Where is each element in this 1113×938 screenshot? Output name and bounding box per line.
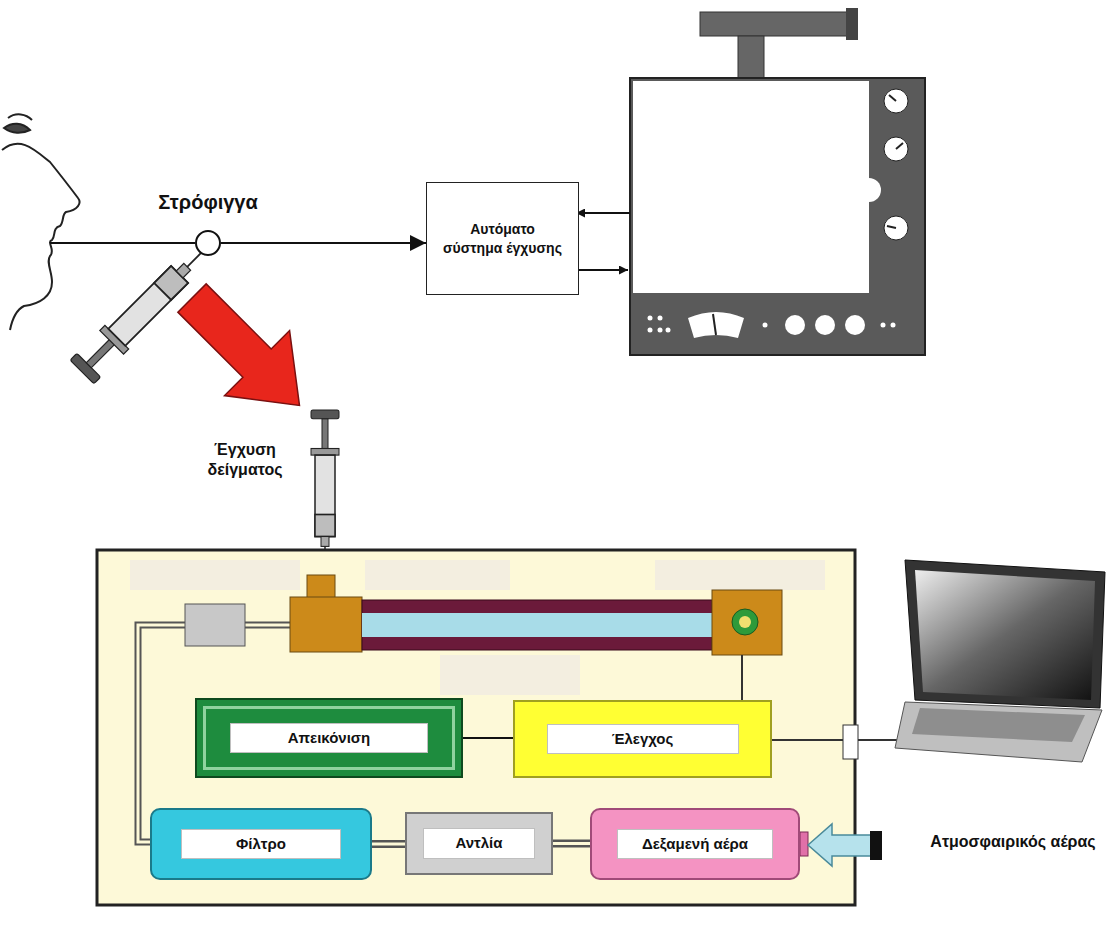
red-arrow: [159, 265, 332, 438]
connector-group: [221, 243, 426, 244]
pump-box: Αντλία: [405, 812, 553, 875]
connector-group: [553, 843, 590, 844]
gas-chromatograph: [785, 315, 805, 335]
detector: [712, 590, 782, 655]
gas-chromatograph: [738, 36, 764, 78]
column: [362, 600, 712, 650]
signal-wire: [741, 655, 743, 700]
face-profile: [4, 124, 30, 133]
box-label: Έλεγχος: [547, 724, 739, 754]
faint-panel: [440, 655, 580, 695]
gas-chromatograph: [630, 78, 925, 355]
connector-group: [372, 844, 405, 845]
air-inlet-arrow: [808, 824, 882, 866]
face-profile: [2, 144, 80, 330]
column: [362, 613, 712, 637]
gas-chromatograph: [700, 12, 850, 36]
gas-chromatograph: [884, 89, 908, 113]
callout-label: Ατμοσφαιρικός αέρας: [918, 832, 1108, 852]
laptop: [895, 560, 1105, 762]
faint-panel: [655, 560, 825, 590]
valve-label: Στρόφιγγα: [158, 189, 258, 216]
box-label: Αντλία: [423, 828, 535, 858]
box-label: Αυτόματο σύστημα έγχυσης: [427, 214, 578, 264]
gas-pipe: [245, 624, 290, 627]
gas-chromatograph: [658, 328, 663, 333]
gas-chromatograph: [846, 8, 858, 40]
box-label: Φίλτρο: [181, 829, 341, 859]
air-inlet-arrow: [808, 824, 872, 866]
box-label: Απεικόνιση: [230, 723, 428, 753]
connector-line: [463, 737, 513, 739]
feed-arrow: [573, 269, 628, 271]
red-arrow: [159, 265, 332, 438]
control-box: Έλεγχος: [513, 700, 772, 778]
gas-chromatograph: [648, 328, 653, 333]
gas-pipe: [245, 622, 290, 629]
pipe-connector: [372, 843, 405, 846]
gas-chromatograph: [887, 226, 896, 228]
box-label: Δεξαμενή αέρα: [617, 829, 773, 859]
faint-panel: [130, 560, 300, 590]
air-tank-box: Δεξαμενή αέρα: [590, 808, 800, 880]
process-box: Αυτόματο σύστημα έγχυσης: [426, 182, 579, 295]
gas-chromatograph: [845, 315, 865, 335]
gas-chromatograph: [666, 328, 671, 333]
gas-chromatograph: [869, 178, 881, 202]
connector-line: [221, 242, 426, 244]
gas-chromatograph: [763, 323, 768, 328]
air-inlet-arrow: [870, 831, 882, 860]
tank-cap: [800, 832, 808, 856]
valve-block: [185, 604, 245, 646]
laptop: [895, 702, 1102, 762]
gas-chromatograph: [688, 312, 744, 338]
gas-chromatograph: [891, 323, 896, 328]
callout-label: Έγχυση δείγματος: [195, 440, 295, 480]
gas-chromatograph: [884, 216, 908, 240]
gas-chromatograph: [713, 314, 716, 335]
gas-chromatograph: [815, 315, 835, 335]
data-wire: [772, 739, 843, 741]
faint-panel: [365, 560, 510, 590]
gas-chromatograph: [884, 137, 908, 161]
pipe-connector: [553, 840, 590, 848]
connector-group: [463, 738, 513, 739]
gas-chromatograph: [658, 316, 663, 321]
port: [843, 725, 858, 759]
pipe-connector: [372, 840, 405, 848]
syringe: [311, 410, 339, 564]
analyzer-housing: [97, 550, 855, 905]
gas-chromatograph: [633, 81, 869, 293]
gas-chromatograph: [648, 316, 653, 321]
detector-ring: [732, 609, 758, 635]
valve-circle: Στρόφιγγα: [195, 230, 221, 256]
laptop: [912, 708, 1085, 742]
faint-panel: [130, 560, 825, 695]
gas-chromatograph: [896, 143, 903, 149]
gas-chromatograph: [889, 95, 896, 101]
detector-ring: [739, 616, 751, 628]
face-profile: [2, 114, 80, 330]
face-profile: [8, 114, 32, 120]
injector-port: [290, 597, 362, 652]
display-box: Απεικόνιση: [195, 698, 463, 778]
laptop: [905, 560, 1105, 708]
gas-chromatograph: [630, 8, 925, 355]
gas-chromatograph: [881, 323, 886, 328]
filter-box: Φίλτρο: [150, 808, 372, 880]
injector-cap: [307, 575, 335, 598]
laptop: [915, 570, 1095, 700]
return-arrow: [576, 212, 630, 214]
pipe-connector: [553, 842, 590, 845]
mouth-tube: [50, 242, 195, 244]
